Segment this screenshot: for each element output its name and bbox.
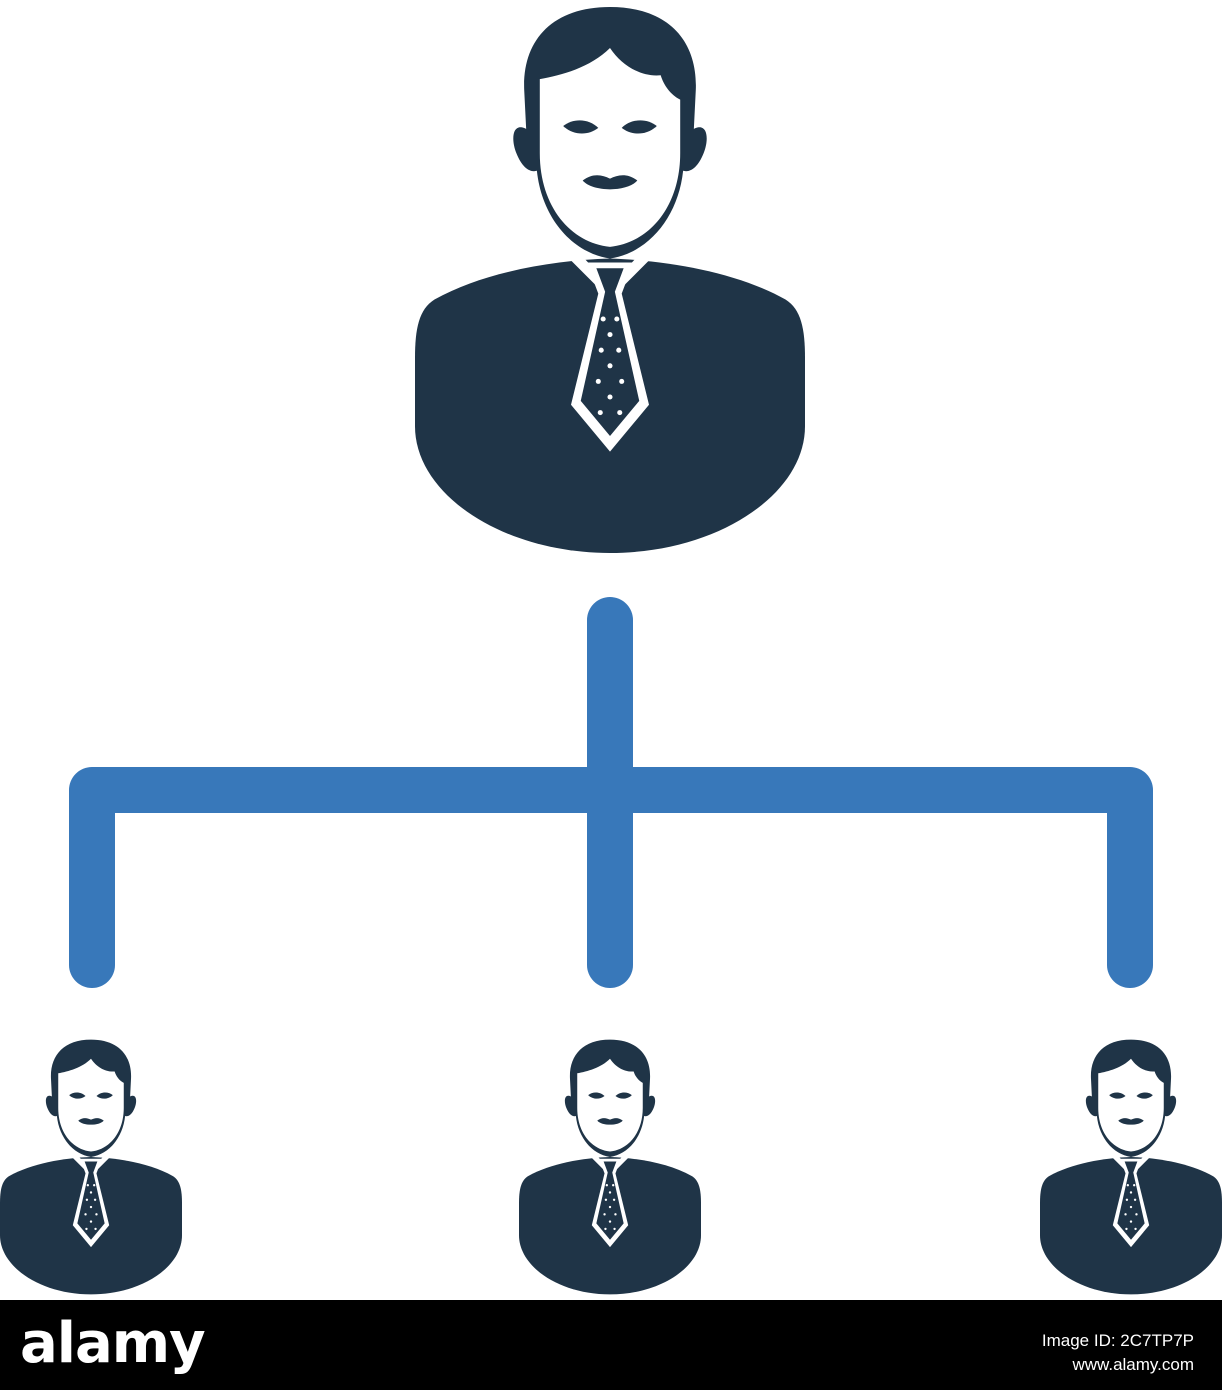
connector-branch-bar xyxy=(69,767,1153,988)
watermark-footer: alamy Image ID: 2C7TP7P www.alamy.com xyxy=(0,1300,1222,1390)
org-hierarchy-diagram xyxy=(0,7,1222,1295)
employee-center-icon xyxy=(519,1039,701,1295)
connector-lines xyxy=(69,597,1153,988)
image-id-text: Image ID: 2C7TP7P xyxy=(1041,1331,1194,1350)
employee-right-icon xyxy=(1040,1039,1222,1295)
employee-left-icon xyxy=(0,1039,182,1295)
alamy-logo: alamy xyxy=(20,1311,206,1376)
site-url-text: www.alamy.com xyxy=(1072,1355,1194,1374)
manager-icon xyxy=(415,7,805,553)
